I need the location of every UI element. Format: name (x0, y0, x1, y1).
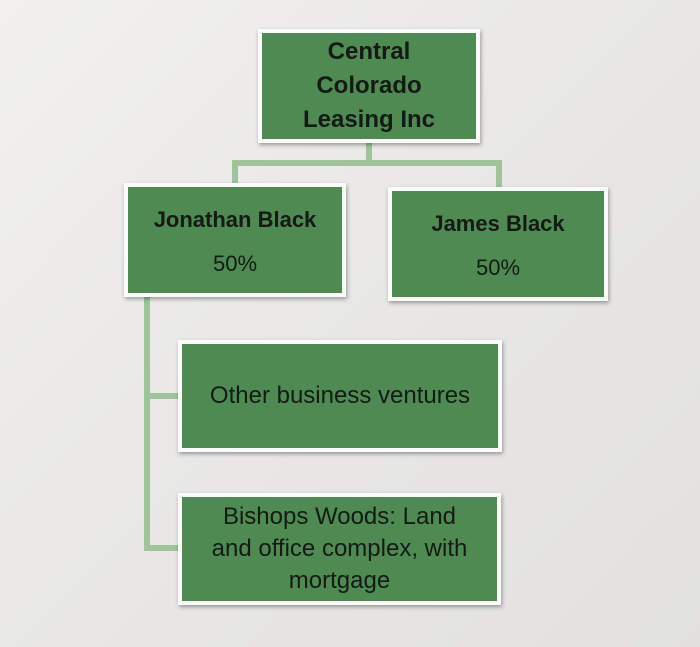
org-node-owner-james: James Black 50% (388, 187, 608, 301)
owner-share: 50% (475, 255, 521, 280)
org-node-other-ventures: Other business ventures (178, 340, 502, 452)
org-node-root: Central Colorado Leasing Inc (258, 29, 480, 143)
connector-branch-other (144, 393, 180, 399)
root-line-1: Central (327, 38, 411, 65)
connector-branch-bishops (144, 545, 180, 551)
root-line-2: Colorado (316, 72, 422, 99)
owner-share: 50% (212, 251, 258, 276)
connector-root-stem (366, 142, 372, 166)
org-node-bishops-woods: Bishops Woods: Land and office complex, … (178, 493, 501, 605)
root-line-3: Leasing Inc (302, 106, 436, 133)
venture-line-1: Bishops Woods: Land (222, 503, 457, 530)
connector-left-drop (232, 160, 238, 186)
owner-name: Jonathan Black (153, 207, 317, 232)
connector-owner-bar (232, 160, 502, 166)
venture-line-1: Other business ventures (209, 382, 471, 409)
connector-right-drop (496, 160, 502, 190)
owner-name: James Black (431, 211, 565, 236)
connector-ventures-trunk (144, 296, 150, 551)
venture-line-3: mortgage (288, 567, 391, 594)
org-node-owner-jonathan: Jonathan Black 50% (124, 183, 346, 297)
venture-line-2: and office complex, with (211, 535, 468, 562)
